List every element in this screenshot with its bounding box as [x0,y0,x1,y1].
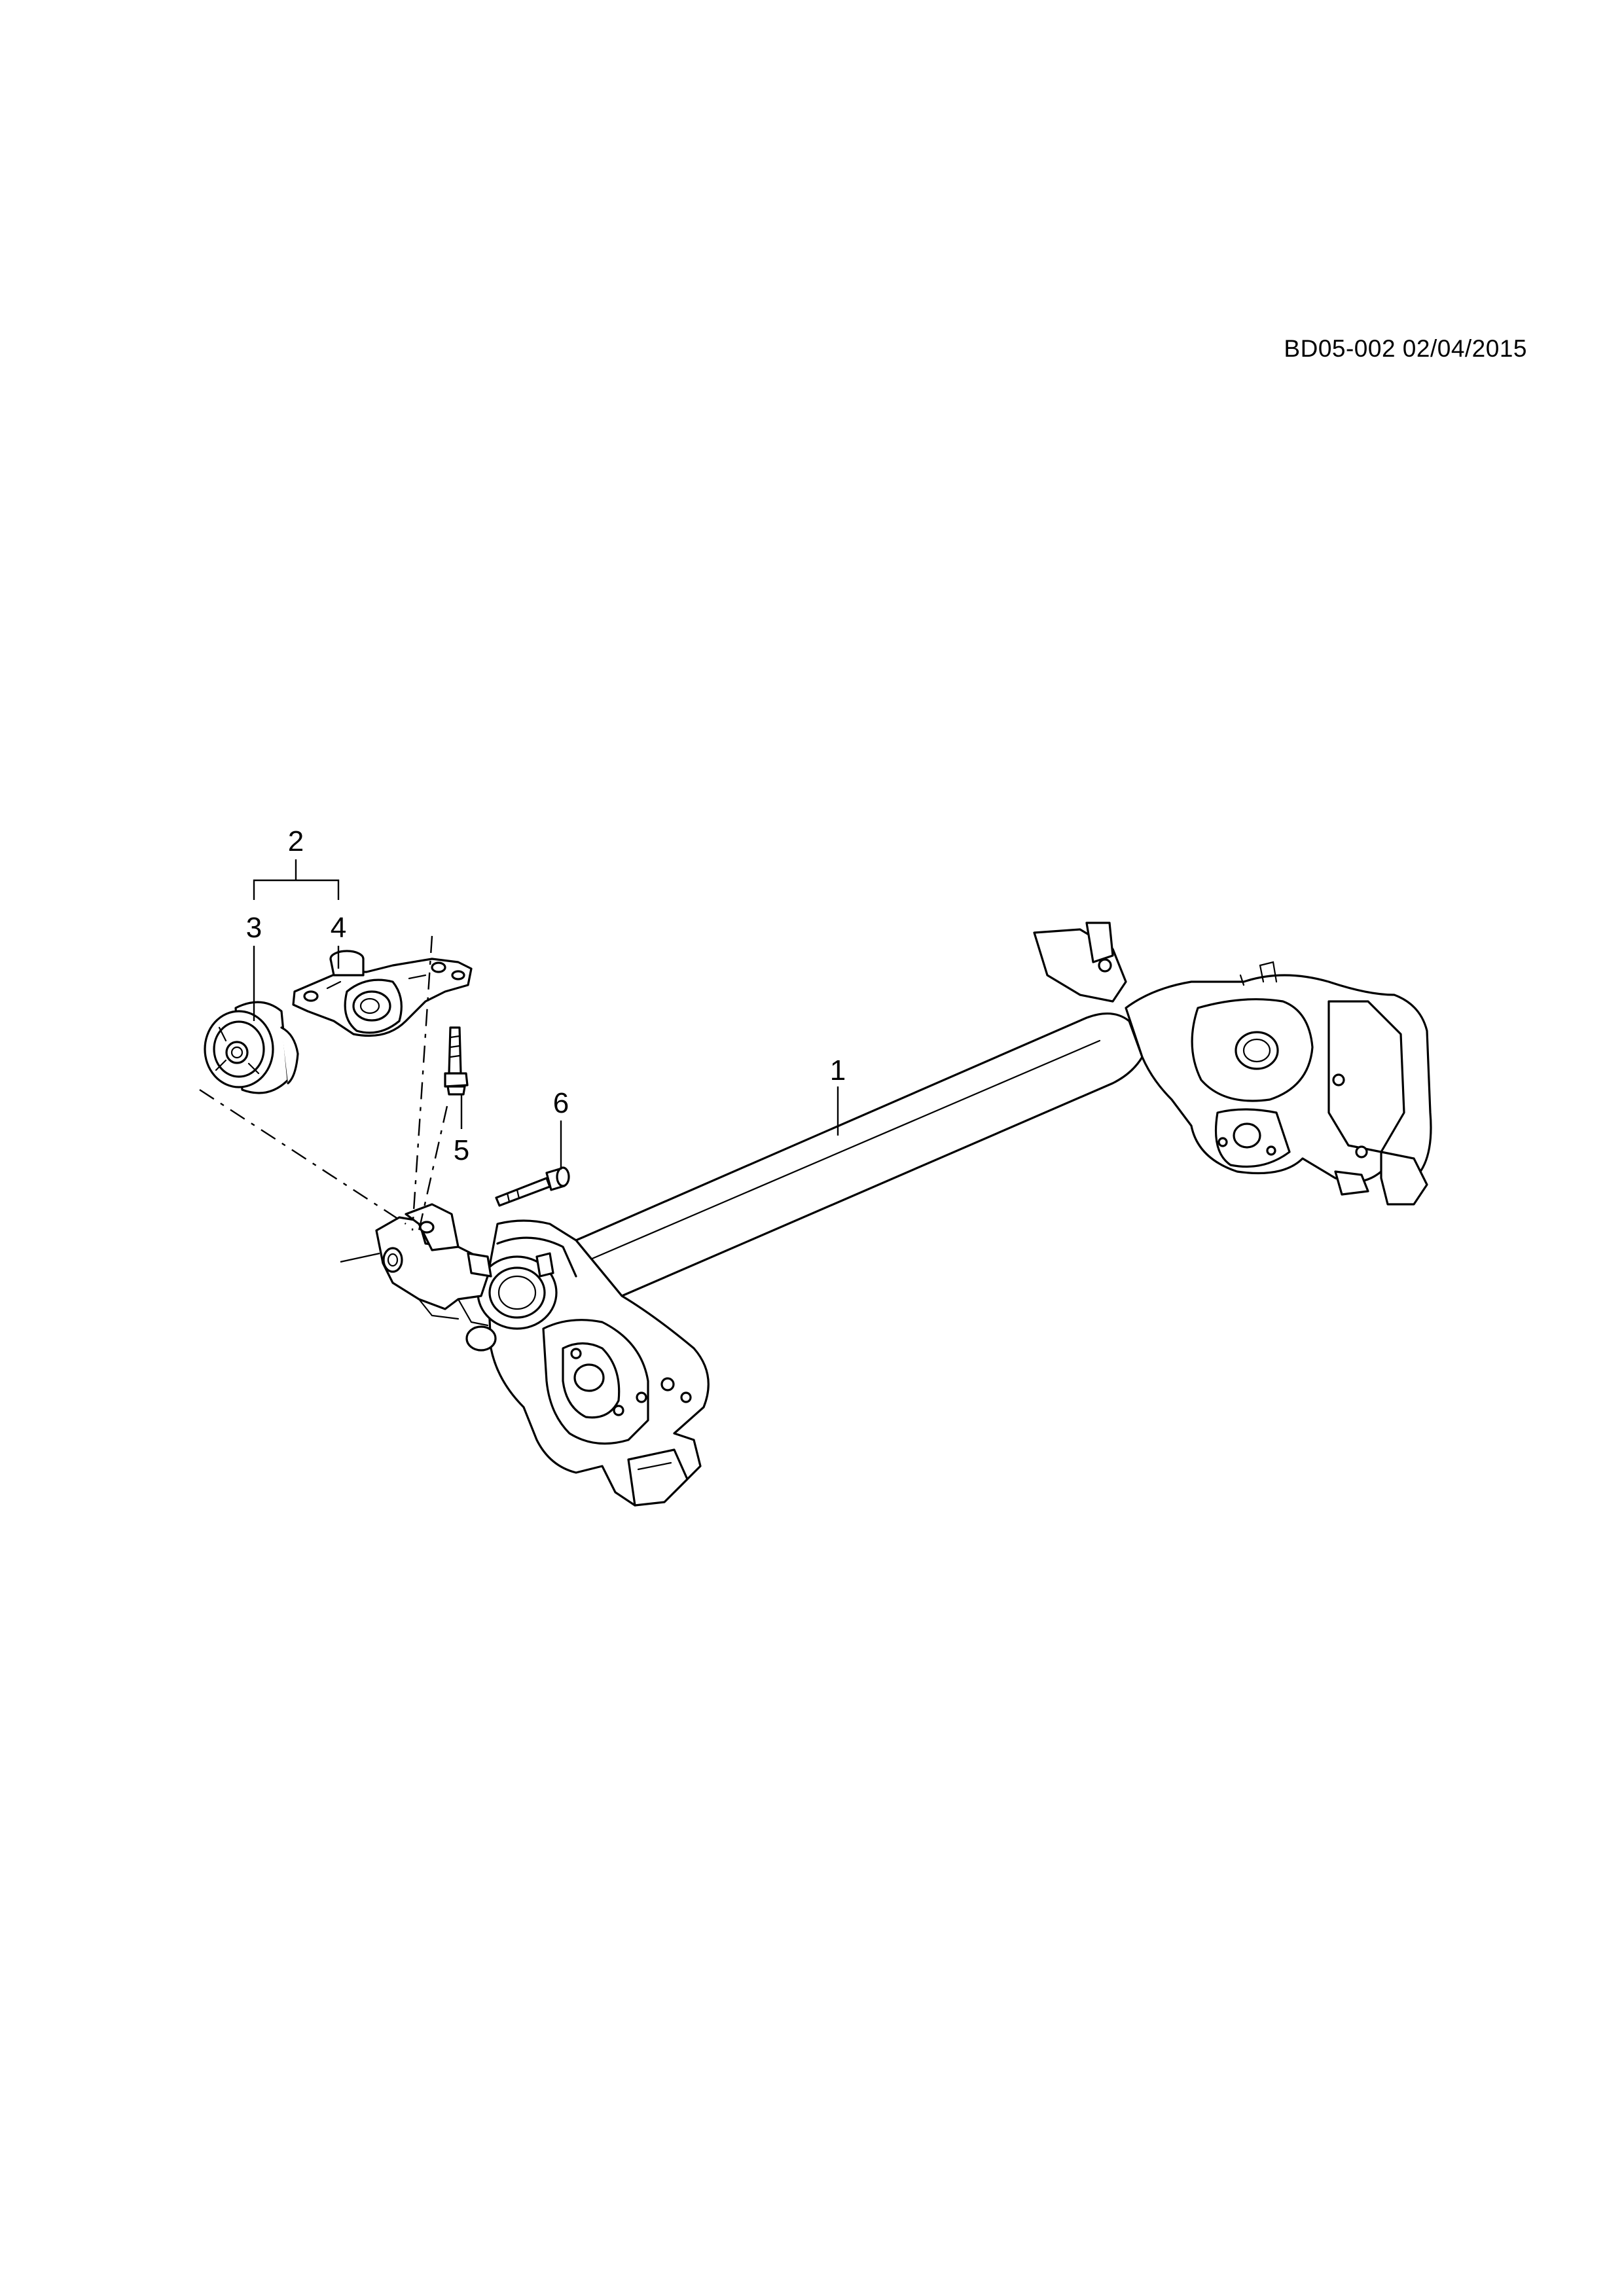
callout-2: 2 [288,825,304,857]
bolt-horizontal [495,1166,570,1207]
rear-axle-beam [375,922,1432,1507]
drawing-reference: BD05-002 02/04/2015 [1284,335,1527,362]
callout-3: 3 [246,912,262,944]
mounting-bracket [292,950,473,1037]
bushing [204,1001,299,1094]
callout-5: 5 [454,1134,469,1166]
left-trailing-arm [375,1203,710,1507]
right-trailing-arm [1033,922,1432,1206]
callout-4: 4 [331,912,346,944]
callout-6: 6 [553,1087,569,1119]
callout-1: 1 [830,1054,846,1086]
bolt-vertical [444,1026,469,1096]
